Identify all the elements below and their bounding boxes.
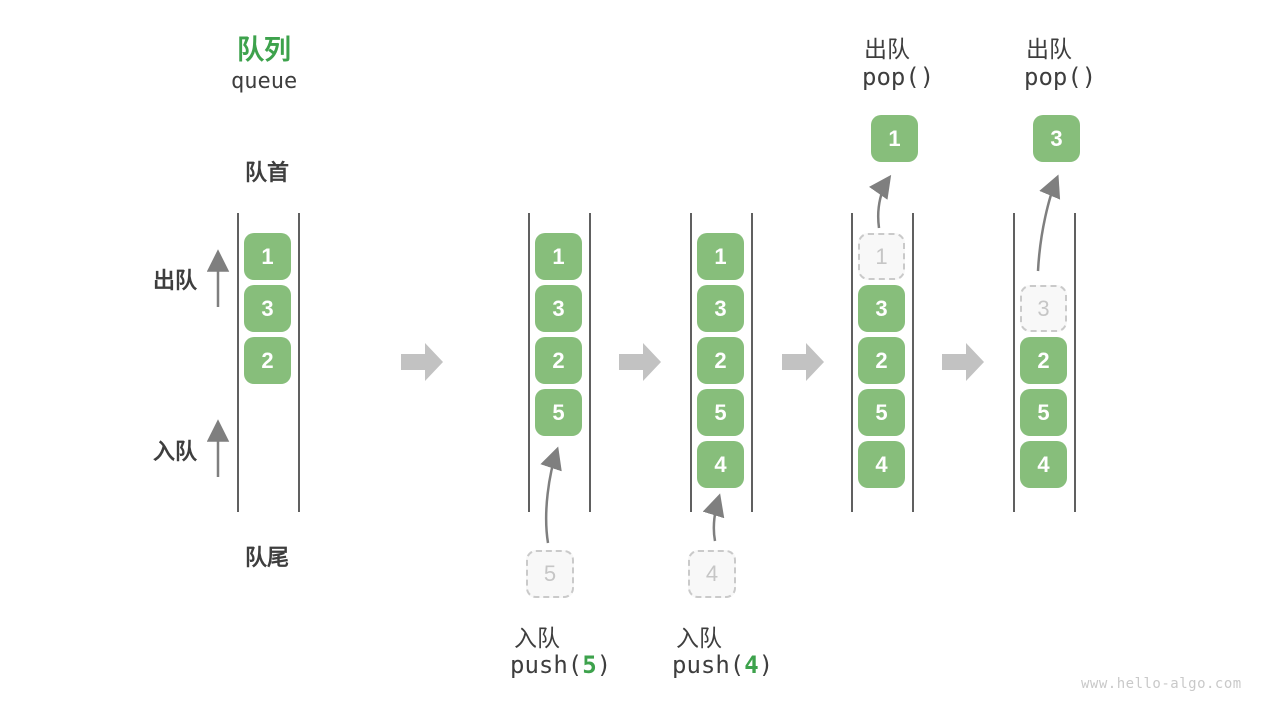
queue-cell: 5	[1020, 389, 1067, 436]
queue-cell: 3	[244, 285, 291, 332]
queue-rail-right	[298, 213, 300, 512]
queue-cell: 2	[535, 337, 582, 384]
queue-cell: 2	[697, 337, 744, 384]
removed-cell: 1	[858, 233, 905, 280]
queue-cell: 2	[858, 337, 905, 384]
queue-cell: 1	[535, 233, 582, 280]
queue-cell: 3	[535, 285, 582, 332]
push-call-close: )	[758, 651, 774, 679]
enqueue-op-label: 入队	[514, 625, 560, 651]
queue-cell: 5	[858, 389, 905, 436]
push-arrow	[702, 493, 725, 542]
queue-cell: 5	[535, 389, 582, 436]
queue-cell: 4	[697, 441, 744, 488]
queue-rail-left	[1013, 213, 1015, 512]
push-arg: 5	[582, 651, 597, 679]
queue-rail-left	[690, 213, 692, 512]
push-arrow	[540, 446, 562, 544]
pop-arrow	[1036, 174, 1061, 272]
enqueue-op-label: 入队	[676, 625, 722, 651]
queue-cell: 2	[244, 337, 291, 384]
pop-call-label: pop()	[862, 63, 935, 91]
state-transition-arrow	[401, 343, 443, 381]
state-transition-arrow	[782, 343, 824, 381]
label-queue-front: 队首	[245, 160, 290, 185]
label-enqueue: 入队	[153, 439, 198, 464]
staged-push-cell: 5	[526, 550, 574, 598]
push-call-open: push(	[672, 651, 745, 679]
queue-rail-right	[751, 213, 753, 512]
queue-cell: 3	[697, 285, 744, 332]
popped-value-cell: 3	[1033, 115, 1080, 162]
dequeue-op-label: 出队	[1026, 36, 1072, 62]
diagram-title-en: queue	[231, 69, 298, 94]
queue-cell: 1	[697, 233, 744, 280]
queue-rail-left	[528, 213, 530, 512]
label-dequeue: 出队	[153, 268, 198, 293]
queue-cell: 4	[858, 441, 905, 488]
queue-cell: 2	[1020, 337, 1067, 384]
state-transition-arrow	[619, 343, 661, 381]
push-call-label: push(5)	[510, 651, 611, 679]
popped-value-cell: 1	[871, 115, 918, 162]
push-call-close: )	[596, 651, 612, 679]
push-call-label: push(4)	[672, 651, 773, 679]
watermark: www.hello-algo.com	[1081, 676, 1242, 692]
queue-rail-right	[912, 213, 914, 512]
queue-rail-left	[851, 213, 853, 512]
queue-cell: 4	[1020, 441, 1067, 488]
queue-cell: 3	[858, 285, 905, 332]
state-transition-arrow	[942, 343, 984, 381]
queue-cell: 1	[244, 233, 291, 280]
queue-cell: 5	[697, 389, 744, 436]
queue-rail-right	[589, 213, 591, 512]
removed-cell: 3	[1020, 285, 1067, 332]
pop-arrow	[869, 174, 892, 229]
queue-rail-left	[237, 213, 239, 512]
dequeue-op-label: 出队	[864, 36, 910, 62]
staged-push-cell: 4	[688, 550, 736, 598]
push-call-open: push(	[510, 651, 583, 679]
pop-call-label: pop()	[1024, 63, 1097, 91]
label-queue-rear: 队尾	[245, 545, 290, 570]
queue-rail-right	[1074, 213, 1076, 512]
diagram-title-zh: 队列	[237, 35, 291, 65]
push-arg: 4	[744, 651, 759, 679]
